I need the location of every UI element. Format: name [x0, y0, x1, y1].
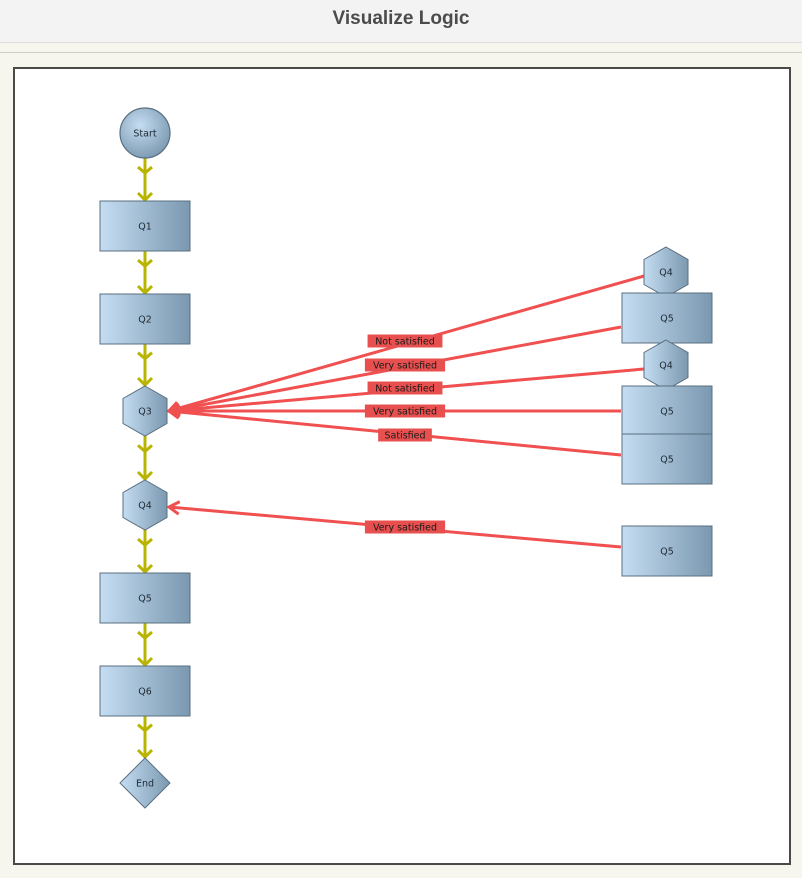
node-label: Q3: [138, 407, 152, 418]
node-q1[interactable]: Q1: [99, 200, 191, 252]
edge-label: Not satisfied: [367, 381, 443, 395]
edge-label-text: Not satisfied: [375, 337, 435, 348]
flow-edge-q3-q4: [136, 436, 154, 482]
page-title: Visualize Logic: [332, 8, 470, 29]
node-q6[interactable]: Q6: [99, 665, 191, 717]
flow-edge-q2-q3: [136, 344, 154, 388]
edge-label-text: Not satisfied: [375, 384, 435, 395]
node-label: Start: [133, 129, 156, 140]
header-divider: [0, 52, 802, 53]
node-b-q4-a[interactable]: Q4: [643, 246, 689, 298]
node-b-q5-a[interactable]: Q5: [621, 292, 713, 344]
node-label: Q4: [659, 268, 673, 279]
flow-edges: [136, 158, 154, 760]
node-label: Q5: [660, 314, 674, 325]
edge-label: Very satisfied: [364, 520, 446, 534]
edge-label: Not satisfied: [367, 334, 443, 348]
node-end[interactable]: End: [119, 757, 171, 809]
node-start[interactable]: Start: [119, 107, 171, 159]
node-label: Q1: [138, 222, 152, 233]
edge-label-text: Very satisfied: [373, 523, 437, 534]
node-label: Q5: [660, 455, 674, 466]
node-b-q4-b[interactable]: Q4: [643, 339, 689, 391]
node-b-q5-c[interactable]: Q5: [621, 433, 713, 485]
edge-label: Satisfied: [378, 428, 432, 442]
edge-label: Very satisfied: [364, 358, 446, 372]
node-label: Q4: [138, 501, 152, 512]
node-q3[interactable]: Q3: [122, 385, 168, 437]
edge-label-text: Very satisfied: [373, 361, 437, 372]
flow-edge-q1-q2: [136, 251, 154, 296]
flow-edge-q4-q5: [136, 530, 154, 575]
flow-edge-start-q1: [136, 158, 154, 203]
edge-label-text: Satisfied: [384, 431, 425, 442]
flow-edge-q5-q6: [136, 623, 154, 668]
edge-label-text: Very satisfied: [373, 407, 437, 418]
node-q5[interactable]: Q5: [99, 572, 191, 624]
node-b-q5-b[interactable]: Q5: [621, 385, 713, 437]
node-label: Q2: [138, 315, 152, 326]
edge-label: Very satisfied: [364, 404, 446, 418]
title-bar: Visualize Logic: [0, 0, 802, 43]
node-label: Q5: [660, 407, 674, 418]
node-label: Q6: [138, 687, 152, 698]
node-label: Q5: [138, 594, 152, 605]
node-q4[interactable]: Q4: [122, 479, 168, 531]
flow-edge-q6-end: [136, 716, 154, 760]
node-label: Q5: [660, 547, 674, 558]
node-b-q5-d[interactable]: Q5: [621, 525, 713, 577]
node-label: Q4: [659, 361, 673, 372]
node-q2[interactable]: Q2: [99, 293, 191, 345]
node-label: End: [136, 779, 154, 790]
